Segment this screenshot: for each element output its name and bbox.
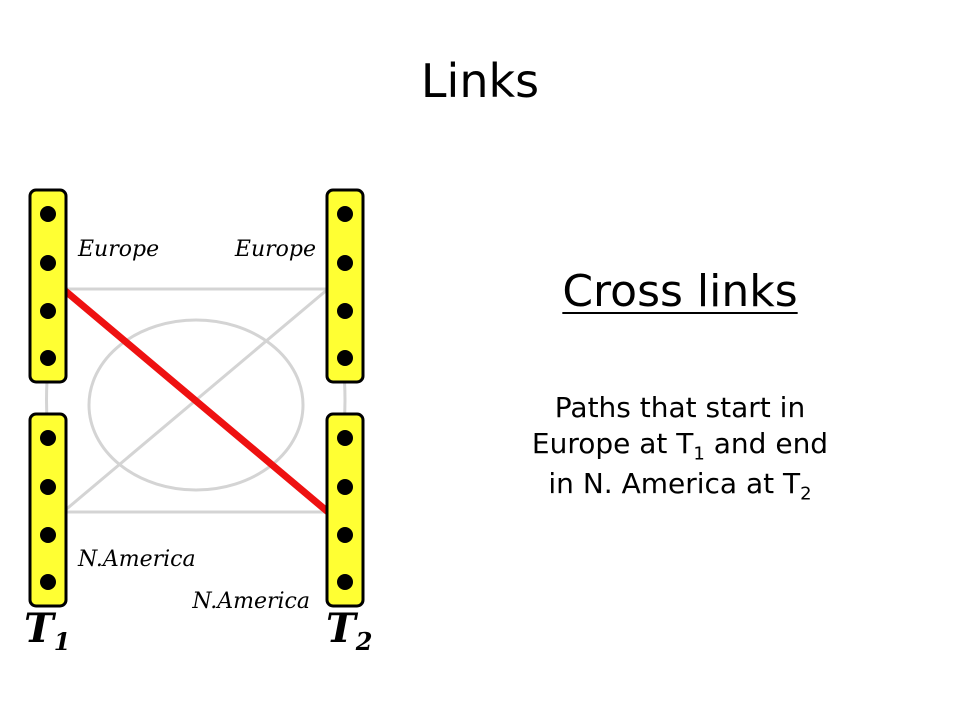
node-dot: [337, 206, 353, 222]
time-label-t2: T2: [326, 605, 372, 656]
link-loop-ellipse: [87, 318, 305, 492]
node-dot: [337, 574, 353, 590]
label-namerica-t1: N.America: [77, 547, 196, 572]
node-dot: [337, 430, 353, 446]
label-europe-t2: Europe: [234, 237, 316, 262]
label-namerica-t2: N.America: [191, 589, 310, 614]
node-dot: [40, 574, 56, 590]
description-text: Paths that start in Europe at T1 and end…: [470, 390, 890, 506]
time-label-t1: T1: [24, 605, 70, 656]
node-dot: [40, 303, 56, 319]
section-subtitle: Cross links: [562, 266, 798, 317]
node-dot: [337, 527, 353, 543]
node-dot: [337, 350, 353, 366]
node-dot: [40, 255, 56, 271]
description-line-2: Europe at T1 and end: [531, 427, 829, 465]
node-dot: [40, 527, 56, 543]
t2-namerica-column: [325, 412, 365, 608]
t1-europe-column: [28, 188, 68, 384]
t2-europe-column: [325, 188, 365, 384]
cross-link-highlight: [59, 285, 332, 516]
description-line-3: in N. America at T2: [548, 467, 812, 505]
node-dot: [337, 255, 353, 271]
node-dot: [40, 430, 56, 446]
node-dot: [40, 479, 56, 495]
node-dot: [337, 303, 353, 319]
node-dot: [40, 350, 56, 366]
t1-namerica-column: [28, 412, 68, 608]
label-europe-t1: Europe: [77, 237, 159, 262]
node-dot: [337, 479, 353, 495]
node-dot: [40, 206, 56, 222]
slide-title: Links: [420, 54, 540, 108]
description-line-1: Paths that start in: [554, 391, 806, 424]
